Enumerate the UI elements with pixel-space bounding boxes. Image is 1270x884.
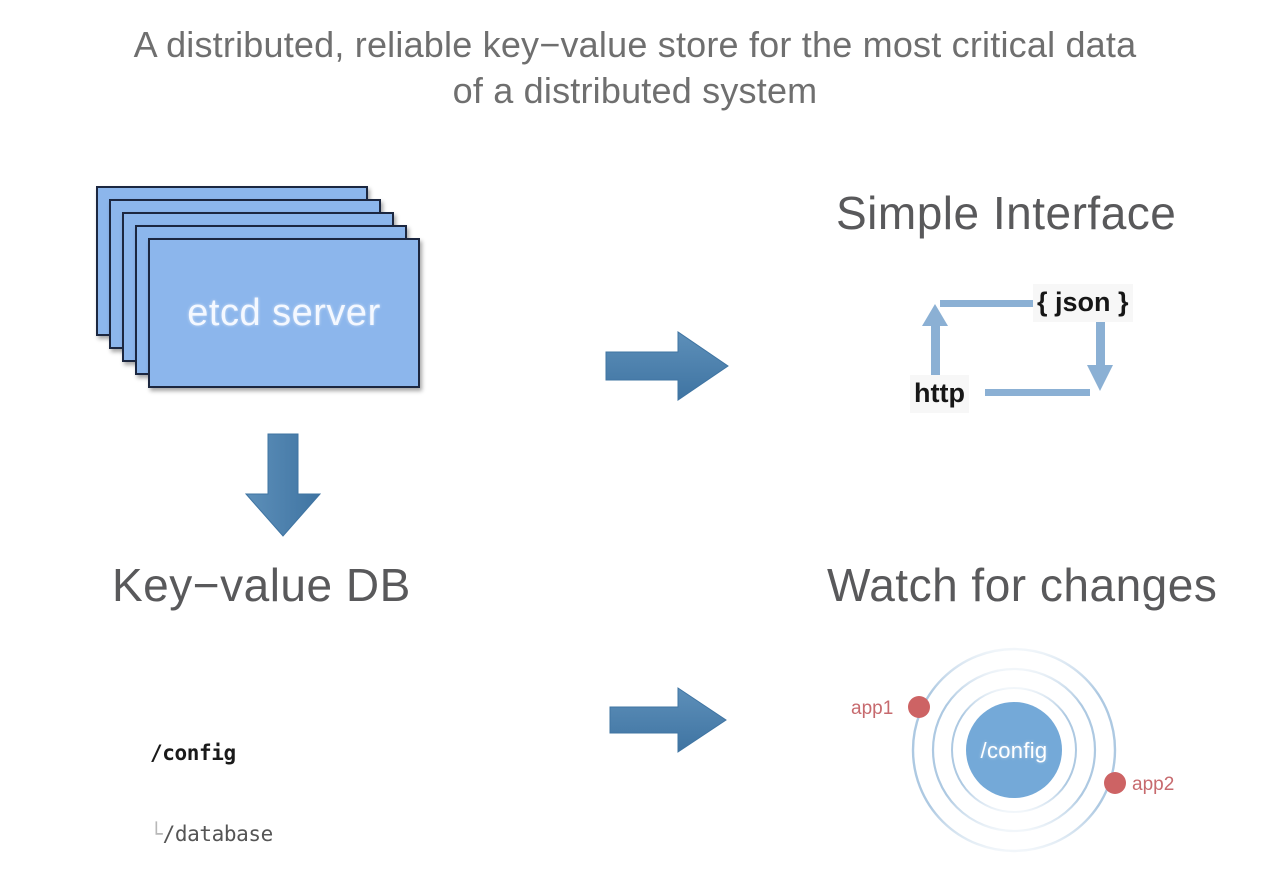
pipe-right-shaft bbox=[1096, 307, 1105, 365]
config-key-label: /config bbox=[980, 738, 1048, 763]
config-key-circle bbox=[966, 702, 1062, 798]
tree-row: /config bbox=[150, 740, 359, 767]
simple-interface-diagram: { json } http bbox=[900, 276, 1160, 416]
watch-ring-middle bbox=[931, 667, 1097, 833]
watch-ring-inner bbox=[951, 687, 1077, 813]
page-title: A distributed, reliable key−value store … bbox=[133, 24, 1137, 112]
watch-for-changes-diagram: /config app1 app2 bbox=[851, 645, 1200, 855]
pipe-top-segment bbox=[940, 300, 1037, 307]
section-heading-watch-for-changes: Watch for changes bbox=[827, 559, 1218, 611]
arrow-down-icon bbox=[240, 432, 326, 545]
tree-connector-icon: └ bbox=[150, 822, 163, 846]
tree-row: └/database bbox=[150, 821, 359, 848]
watch-ring-outer bbox=[911, 647, 1117, 853]
etcd-server-label: etcd server bbox=[187, 291, 381, 334]
etcd-server-card-front: etcd server bbox=[148, 238, 420, 388]
pipe-bottom-segment bbox=[985, 389, 1090, 396]
json-label: { json } bbox=[1033, 284, 1133, 322]
tree-node-label: /config bbox=[150, 741, 236, 765]
arrow-right-icon bbox=[604, 326, 732, 411]
etcd-server-stack: etcd server bbox=[96, 186, 436, 398]
arrow-right-icon bbox=[608, 683, 730, 762]
app1-dot bbox=[908, 696, 930, 718]
app2-label: app2 bbox=[1132, 774, 1175, 795]
arrow-down-icon bbox=[1087, 365, 1113, 391]
section-heading-key-value-db: Key−value DB bbox=[112, 559, 411, 611]
key-value-tree: /config └/database /feature-flags ├/verb… bbox=[150, 686, 359, 884]
arrow-up-icon bbox=[922, 304, 948, 326]
section-heading-simple-interface: Simple Interface bbox=[836, 187, 1177, 239]
app2-dot bbox=[1104, 772, 1126, 794]
pipe-left-shaft bbox=[931, 323, 940, 393]
app1-label: app1 bbox=[851, 698, 894, 719]
http-label: http bbox=[910, 375, 969, 413]
tree-node-label: /database bbox=[162, 822, 274, 846]
